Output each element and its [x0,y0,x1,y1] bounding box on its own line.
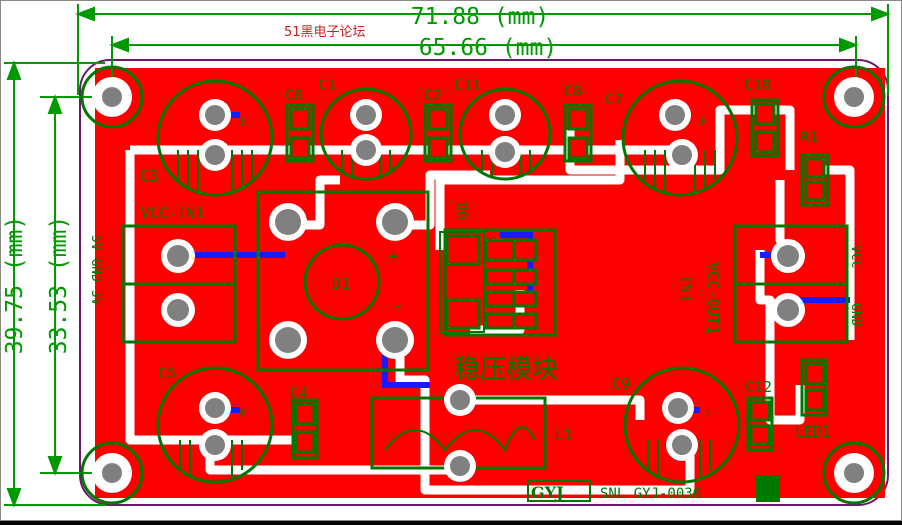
led1-outline [800,358,828,417]
cap-c3-plus: + [238,114,246,130]
label-c4: C4 [290,384,308,402]
dim-inner-height: 33.53 (mm) [46,216,72,354]
label-c1: C1 [318,76,336,94]
cap-c6-outline [285,103,315,163]
label-led1: LED1 [795,423,831,441]
cap-c8-outline [563,103,593,163]
watermark-text: 51黑电子论坛 [284,25,366,40]
silk-labels: C1 C2 C3 C4 C5 C6 C7 C8 C9 C10 C11 C12 V… [88,76,863,502]
brand-box [527,480,591,502]
capacitor-c1-outline [319,87,413,181]
dim-overall-height: 39.75 (mm) [2,216,28,354]
label-c11: C11 [454,76,481,94]
cap-c5-plus: + [238,406,246,422]
bridge-plus: + [388,246,399,267]
cap-c9-plus: + [703,406,711,422]
label-in1: IN1 [677,275,695,302]
mounting-holes [80,65,886,505]
capacitor-c9-outline [623,366,741,484]
traces [125,105,855,495]
capacitor-c3-outline [156,79,274,197]
label-c3: C3 [140,167,158,185]
resistor-r1-outline [800,153,830,207]
cap-c12-outline [746,396,774,452]
cap-c4-outline [291,398,319,460]
fiducial-mark [756,476,780,502]
label-module-title: 稳压模块 [454,355,558,385]
cap-c2-outline [423,103,453,163]
ic-in1-outline [443,228,557,337]
cap-c10-outline [750,98,780,158]
label-d1: D1 [332,275,350,293]
label-vcc-out1: VCC-OUT1 [704,262,722,334]
label-brand: GYJ [531,483,564,502]
dim-inner-width: 65.66 (mm) [419,35,557,61]
capacitor-c5-outline [156,366,274,484]
label-c12: C12 [745,378,772,396]
dim-overall-width: 71.88 (mm) [411,4,549,30]
capacitor-c7-outline [621,79,739,197]
label-out-vcc: VCC [848,245,863,268]
label-c10: C10 [744,76,771,94]
dimension-lines [4,4,891,508]
smd-pads [289,102,826,454]
label-c7: C7 [605,90,623,108]
label-c2: C2 [424,86,442,104]
label-vcc-in1: VCC-IN1 [141,204,204,222]
bridge-minus: - [392,293,404,317]
through-hole-pads [161,99,805,482]
label-d0: D0 [453,202,471,220]
board-outline [79,59,889,506]
bridge-d1-circle [303,243,381,321]
label-r1: R1 [800,128,818,146]
label-part-no: SNL GYJ-0030 [600,486,701,502]
bridge-d1-outline [256,190,430,372]
capacitor-c11-outline [458,87,552,181]
label-out-gnd: GND [848,303,863,327]
cap-c7-plus: + [698,114,706,130]
label-c9: C9 [612,375,630,393]
label-c6: C6 [285,86,303,104]
label-input-pins: 5V GND 3V [88,235,103,306]
label-l1: L1 [555,426,573,444]
label-c5: C5 [158,364,176,382]
silkscreen-layer [121,79,849,502]
label-c8: C8 [564,82,582,100]
